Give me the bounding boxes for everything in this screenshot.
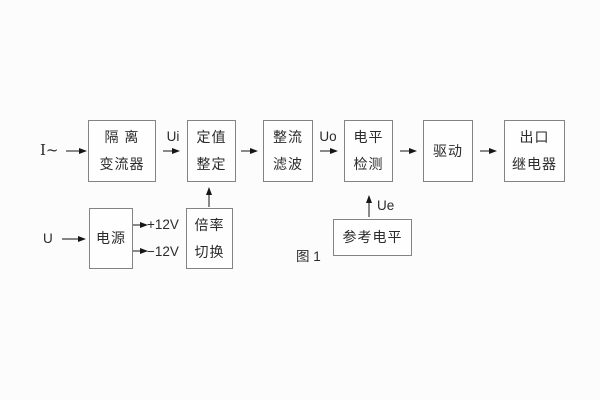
arrow-reference-to-level <box>366 195 372 217</box>
arrow-input-current-to-isolation <box>66 148 87 154</box>
block-power-supply-label: 电源 <box>96 230 126 246</box>
label-signal-uo: Uo <box>319 129 337 144</box>
block-rectifier-filter: 整流滤波 <box>263 120 313 182</box>
block-level-detector: 电平检测 <box>344 120 393 182</box>
label-input-voltage: U <box>43 231 53 246</box>
arrow-driver-to-relay <box>480 148 497 154</box>
block-driver-label: 驱动 <box>433 142 463 159</box>
arrow-power-plus-12v <box>133 222 148 228</box>
label-plus-12v: +12V <box>147 217 179 232</box>
label-figure-caption: 图 1 <box>296 249 321 264</box>
block-ratio-switch-label: 切换 <box>194 243 225 260</box>
arrow-power-minus-12v <box>133 248 148 254</box>
arrow-rectifier-to-level <box>320 148 338 154</box>
block-ratio-switch: 倍率切换 <box>186 208 233 269</box>
label-signal-ue: Ue <box>377 198 395 213</box>
label-input-current: I~ <box>40 141 59 159</box>
block-reference-level-label: 参考电平 <box>342 229 403 245</box>
block-isolation-transformer-label: 隔 离 <box>104 129 140 145</box>
block-driver: 驱动 <box>423 120 473 182</box>
block-level-detector-label: 检测 <box>353 156 384 172</box>
arrow-level-to-driver <box>400 148 417 154</box>
label-signal-ui: Ui <box>166 129 180 144</box>
block-output-relay-label: 出口 <box>519 129 550 145</box>
block-isolation-transformer-label: 变流器 <box>99 156 145 172</box>
label-minus-12v: −12V <box>147 244 179 259</box>
arrow-setting-to-rectifier <box>241 148 258 154</box>
block-rectifier-filter-label: 整流 <box>273 129 303 145</box>
arrow-ratio-to-setting <box>206 187 212 207</box>
block-ratio-switch-label: 倍率 <box>194 216 225 233</box>
block-rectifier-filter-label: 滤波 <box>273 156 303 172</box>
arrow-input-voltage-to-power <box>62 236 86 242</box>
block-reference-level: 参考电平 <box>333 219 412 256</box>
block-value-setting-label: 定值 <box>196 129 227 145</box>
arrow-isolation-to-setting <box>163 148 180 154</box>
block-power-supply: 电源 <box>89 208 133 269</box>
block-output-relay: 出口继电器 <box>504 120 565 182</box>
block-output-relay-label: 继电器 <box>512 156 557 172</box>
block-isolation-transformer: 隔 离变流器 <box>88 120 156 182</box>
block-value-setting: 定值整定 <box>187 120 236 182</box>
block-level-detector-label: 电平 <box>353 129 384 145</box>
block-value-setting-label: 整定 <box>196 156 227 172</box>
